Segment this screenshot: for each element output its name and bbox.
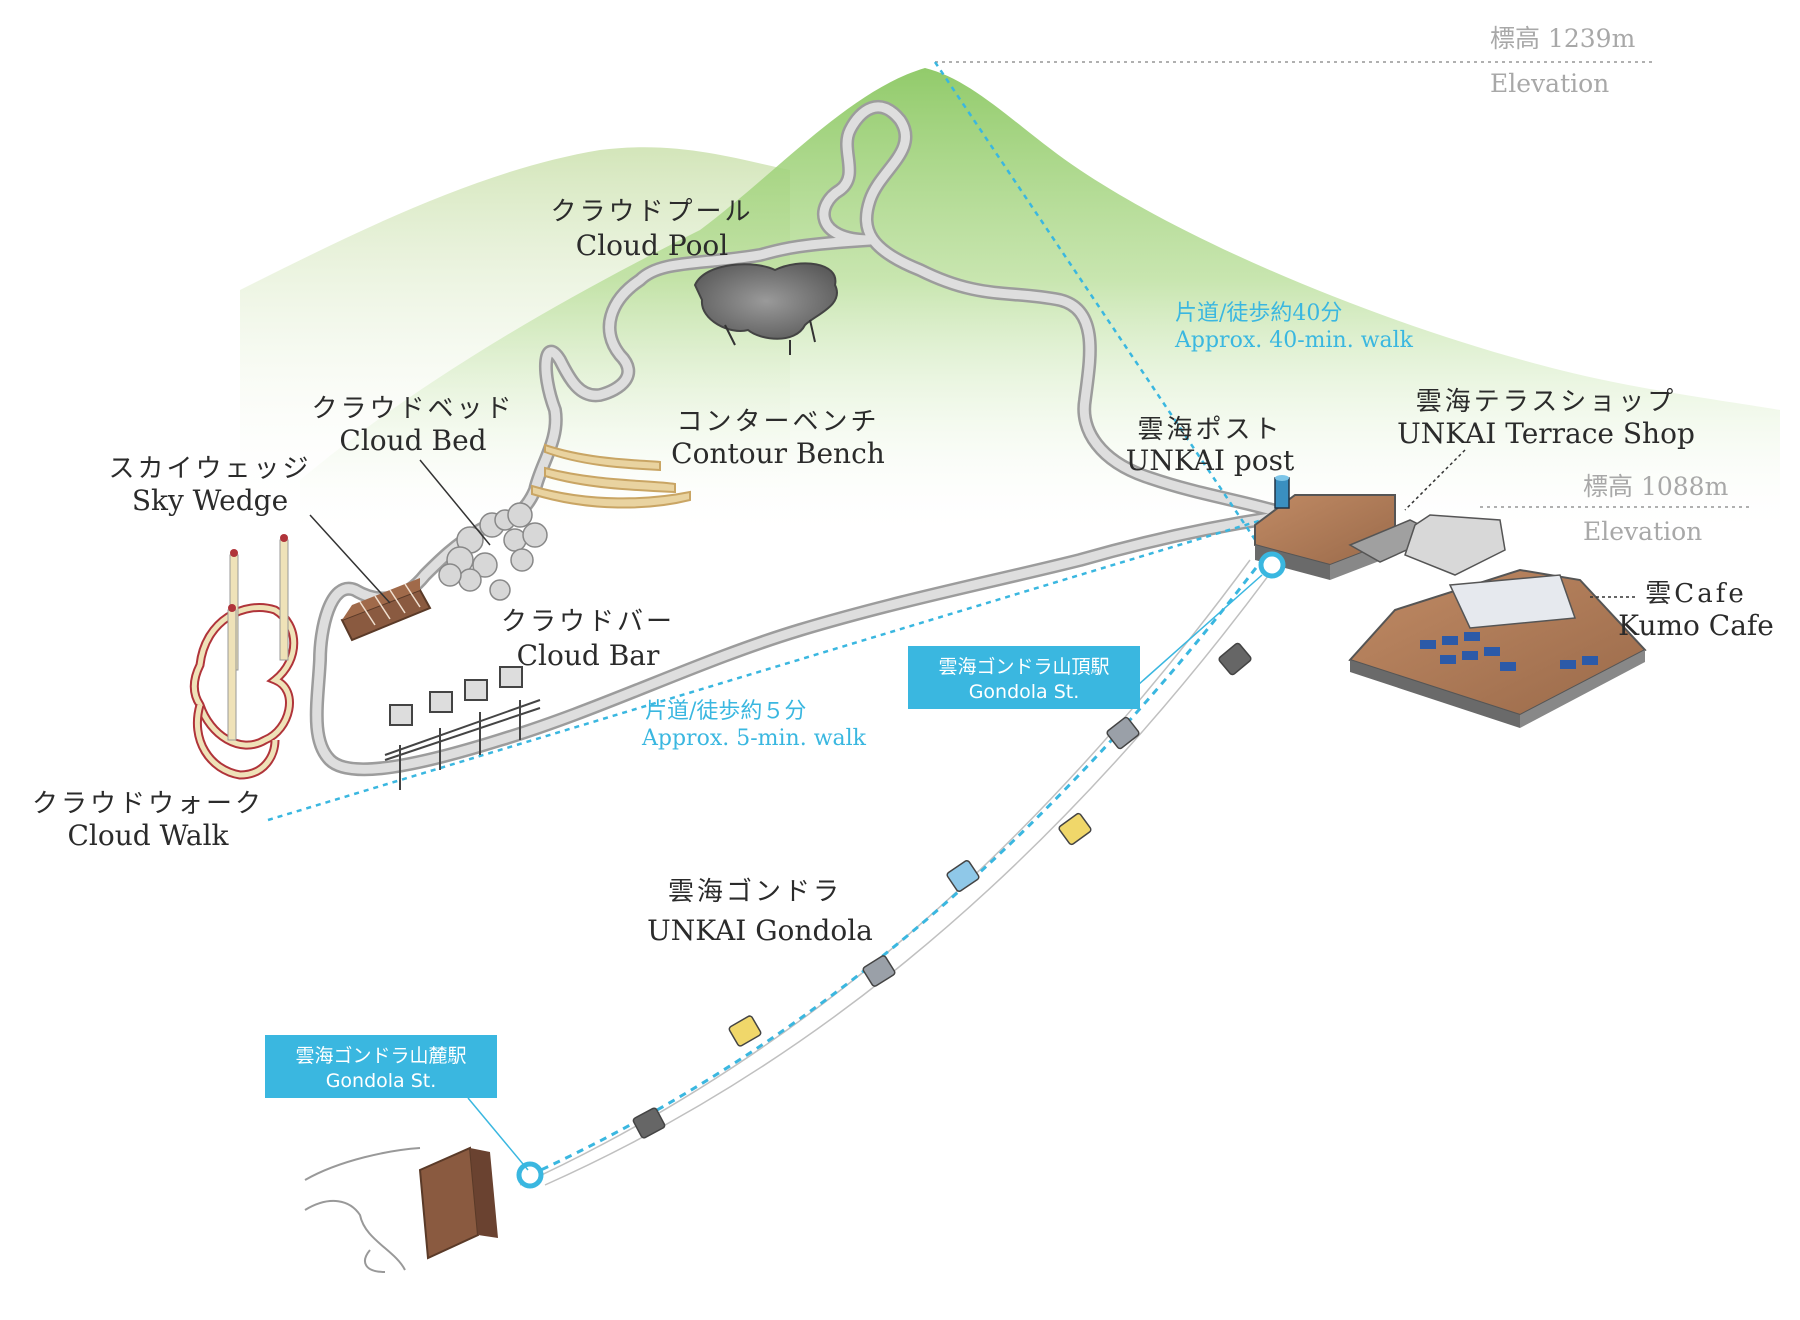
gondola-label-en: UNKAI Gondola (647, 914, 873, 947)
summit-station-jp: 雲海ゴンドラ山頂駅 (938, 656, 1109, 678)
terrace-shop-label-jp: 雲海テラスショップ (1416, 387, 1676, 417)
terrace-elevation-label: Elevation (1583, 517, 1702, 546)
gondola-label-jp: 雲海ゴンドラ (668, 877, 842, 907)
sky-wedge-label-en: Sky Wedge (132, 484, 288, 517)
summit-elevation-label: Elevation (1490, 69, 1609, 98)
cloud-walk-label-en: Cloud Walk (67, 819, 229, 852)
cloud-walk[interactable] (189, 534, 299, 780)
mountain-background (240, 68, 1780, 540)
main-peak (300, 68, 1780, 540)
cloud-bed-label-jp: クラウドベッド (311, 394, 514, 424)
cloud-bed-label-en: Cloud Bed (339, 424, 486, 457)
summit-station-box[interactable]: 雲海ゴンドラ山頂駅 Gondola St. (908, 646, 1140, 709)
cloud-walk-route (267, 518, 1263, 822)
summit-walk-jp: 片道/徒歩約40分 (1175, 301, 1342, 326)
sky-wedge-label-jp: スカイウェッジ (108, 454, 311, 484)
cloud-bed[interactable] (438, 502, 548, 601)
terrace-shop-label-en: UNKAI Terrace Shop (1397, 417, 1695, 450)
terrace-elevation: 標高 1088m (1583, 472, 1729, 501)
elevation-markers (935, 61, 1750, 508)
cloud-bar-label-jp: クラウドバー (501, 607, 675, 637)
cloud-pool-label-jp: クラウドプール (550, 197, 753, 227)
summit-station-marker[interactable] (1258, 551, 1286, 579)
hiking-trail (309, 100, 1297, 777)
summit-station-en: Gondola St. (969, 681, 1080, 703)
summit-walk-en: Approx. 40-min. walk (1174, 328, 1414, 353)
summit-walk-route (933, 61, 1274, 566)
kumo-cafe-label-en: Kumo Cafe (1618, 609, 1774, 642)
base-station-jp: 雲海ゴンドラ山麓駅 (295, 1045, 466, 1067)
base-station-marker[interactable] (516, 1161, 544, 1189)
cloud-bar[interactable] (384, 666, 541, 790)
cloud-walk-label-jp: クラウドウォーク (32, 789, 264, 819)
cloud-walk-time-en: Approx. 5-min. walk (641, 726, 867, 751)
summit-elevation: 標高 1239m (1490, 24, 1636, 53)
contour-bench-label-jp: コンターベンチ (676, 407, 879, 437)
base-station-building (304, 1146, 498, 1273)
cloud-pool[interactable] (693, 262, 838, 355)
gondola-cabins (632, 642, 1252, 1139)
callout-lines (309, 449, 1635, 1171)
cloud-bar-label-en: Cloud Bar (517, 639, 660, 672)
unkai-post-label-en: UNKAI post (1126, 444, 1295, 477)
base-station-en: Gondola St. (326, 1070, 437, 1092)
cloud-pool-label-en: Cloud Pool (576, 229, 729, 262)
unkai-post[interactable] (1274, 475, 1290, 509)
base-station-box[interactable]: 雲海ゴンドラ山麓駅 Gondola St. (265, 1035, 497, 1098)
contour-bench[interactable] (531, 443, 691, 509)
cloud-walk-time-jp: 片道/徒歩約５分 (645, 699, 806, 724)
kumo-cafe-label-jp: 雲Cafe (1645, 579, 1746, 609)
contour-bench-label-en: Contour Bench (671, 437, 885, 470)
unkai-post-label-jp: 雲海ポスト (1137, 415, 1282, 445)
sky-wedge[interactable] (340, 578, 432, 642)
